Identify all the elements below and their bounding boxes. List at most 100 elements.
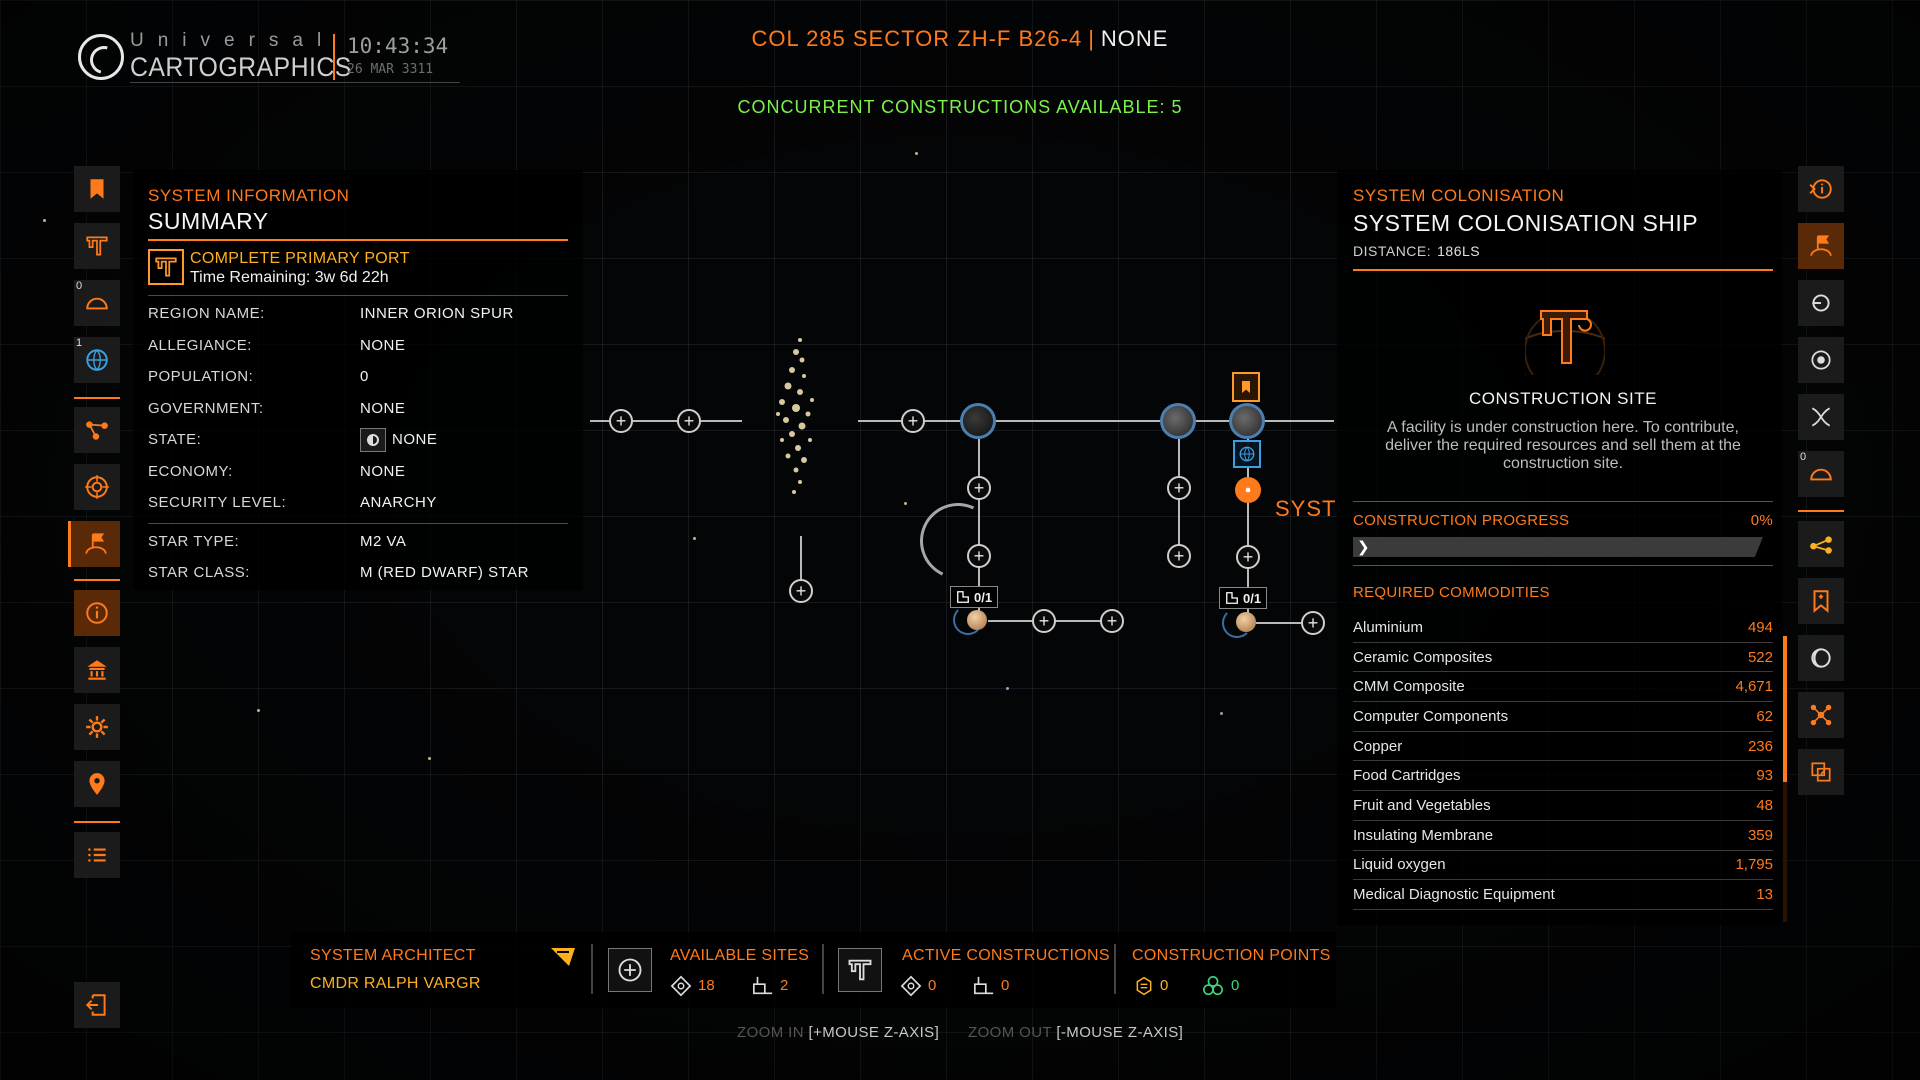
system-status: NONE <box>1100 26 1169 51</box>
cartographics-logo-icon <box>78 34 124 80</box>
info-tab[interactable] <box>74 590 120 636</box>
add-site-button[interactable]: + <box>1032 609 1056 633</box>
construction-site-node[interactable] <box>1235 477 1261 503</box>
info-row-value-wrap: ANARCHY <box>360 494 437 511</box>
info-row-label: STAR CLASS: <box>148 564 250 582</box>
construction-progress-value: 0% <box>1750 512 1773 529</box>
globe-icon <box>1239 446 1255 462</box>
list-tab[interactable] <box>74 832 120 878</box>
port-time-remaining: Time Remaining: 3w 6d 22h <box>190 269 389 286</box>
right-colonisation-tab[interactable] <box>1798 223 1844 269</box>
architect-rank-icon <box>551 948 575 966</box>
settlement-marker[interactable] <box>1233 440 1261 468</box>
available-orbital-count: 18 <box>698 977 715 994</box>
route-tab[interactable] <box>74 407 120 453</box>
moon-node[interactable] <box>1236 612 1256 632</box>
star <box>43 219 46 222</box>
primary-port-status[interactable]: COMPLETE PRIMARY PORT Time Remaining: 3w… <box>148 249 568 289</box>
settlement-count-chip[interactable]: 0/1 <box>950 586 999 608</box>
logo-top-text: Universal <box>130 30 336 51</box>
right-share-tab[interactable] <box>1798 749 1844 795</box>
bookmark-tab[interactable] <box>74 166 120 212</box>
plus-circle-icon <box>618 958 642 982</box>
settlements-badge: 1 <box>76 337 83 349</box>
add-site-button[interactable]: + <box>901 409 925 433</box>
commodity-quantity: 359 <box>1747 826 1773 844</box>
add-site-button[interactable]: + <box>1301 611 1325 635</box>
map-connector <box>858 420 1334 422</box>
add-site-button[interactable]: + <box>677 409 701 433</box>
active-orbital-count: 0 <box>928 977 937 994</box>
moon-node[interactable] <box>967 610 987 630</box>
right-orbit-tab[interactable] <box>1798 337 1844 383</box>
right-planets-tab[interactable]: 0 <box>1798 451 1844 497</box>
refresh-icon <box>1812 294 1830 312</box>
zoom-in-key: [+MOUSE Z-AXIS] <box>808 1024 940 1041</box>
construction-tab[interactable] <box>74 223 120 269</box>
settlement-count-chip[interactable]: 0/1 <box>1219 587 1268 609</box>
exit-button[interactable] <box>74 982 120 1028</box>
location-tab[interactable] <box>74 761 120 807</box>
right-refresh-tab[interactable] <box>1798 280 1844 326</box>
planet-node[interactable] <box>1160 403 1196 439</box>
right-network-tab[interactable] <box>1798 692 1844 738</box>
add-site-button[interactable]: + <box>789 579 813 603</box>
selected-planet-node[interactable] <box>1229 403 1265 439</box>
map-connector <box>1256 622 1316 624</box>
right-route-tab[interactable] <box>1798 521 1844 567</box>
system-architect-name: CMDR RALPH VARGR <box>310 975 481 992</box>
planet-icon <box>86 297 108 310</box>
commodity-name: Copper <box>1353 737 1403 755</box>
info-row: SECURITY LEVEL:ANARCHY <box>148 487 568 519</box>
target-tab[interactable] <box>74 464 120 510</box>
asteroid-belt[interactable] <box>752 330 842 510</box>
right-dna-tab[interactable] <box>1798 394 1844 440</box>
right-info-tab[interactable] <box>1798 166 1844 212</box>
commodity-row[interactable]: Insulating Membrane 359 <box>1353 821 1773 851</box>
add-site-button[interactable]: + <box>1167 476 1191 500</box>
info-row: ECONOMY:NONE <box>148 456 568 488</box>
bookmark-marker[interactable] <box>1232 372 1260 402</box>
landmark-tab[interactable] <box>74 647 120 693</box>
colonisation-tab[interactable] <box>68 521 120 567</box>
planets-tab[interactable]: 0 <box>74 280 120 326</box>
add-site-button[interactable]: + <box>1167 544 1191 568</box>
info-row-label: ECONOMY: <box>148 462 233 480</box>
logo-separator <box>333 34 335 80</box>
right-ring-tab[interactable] <box>1798 635 1844 681</box>
scrollbar-thumb[interactable] <box>1783 636 1787 782</box>
orbital-site-icon <box>670 975 692 997</box>
chevron-right-icon: ❯ <box>1357 539 1370 556</box>
add-site-button[interactable]: + <box>609 409 633 433</box>
right-bookmark-tab[interactable] <box>1798 578 1844 624</box>
settings-tab[interactable] <box>74 704 120 750</box>
location-pin-icon <box>89 773 105 795</box>
add-site-button[interactable]: + <box>1236 545 1260 569</box>
summary-rule <box>148 239 568 241</box>
planet-node[interactable] <box>960 403 996 439</box>
info-row-value: NONE <box>360 336 406 354</box>
concurrent-constructions: CONCURRENT CONSTRUCTIONS AVAILABLE: 5 <box>737 97 1183 117</box>
settlements-tab[interactable]: 1 <box>74 337 120 383</box>
commodity-name: Insulating Membrane <box>1353 826 1494 844</box>
commodities-scrollbar[interactable] <box>1783 636 1787 922</box>
title-separator: | <box>1088 26 1095 51</box>
add-site-button[interactable]: + <box>1100 609 1124 633</box>
add-site-button[interactable]: + <box>967 476 991 500</box>
info-row-value: NONE <box>392 431 438 449</box>
info-row: STATE:NONE <box>148 424 568 456</box>
add-site-button[interactable]: + <box>967 544 991 568</box>
divider <box>148 522 568 524</box>
bookmark-icon <box>1813 590 1829 613</box>
